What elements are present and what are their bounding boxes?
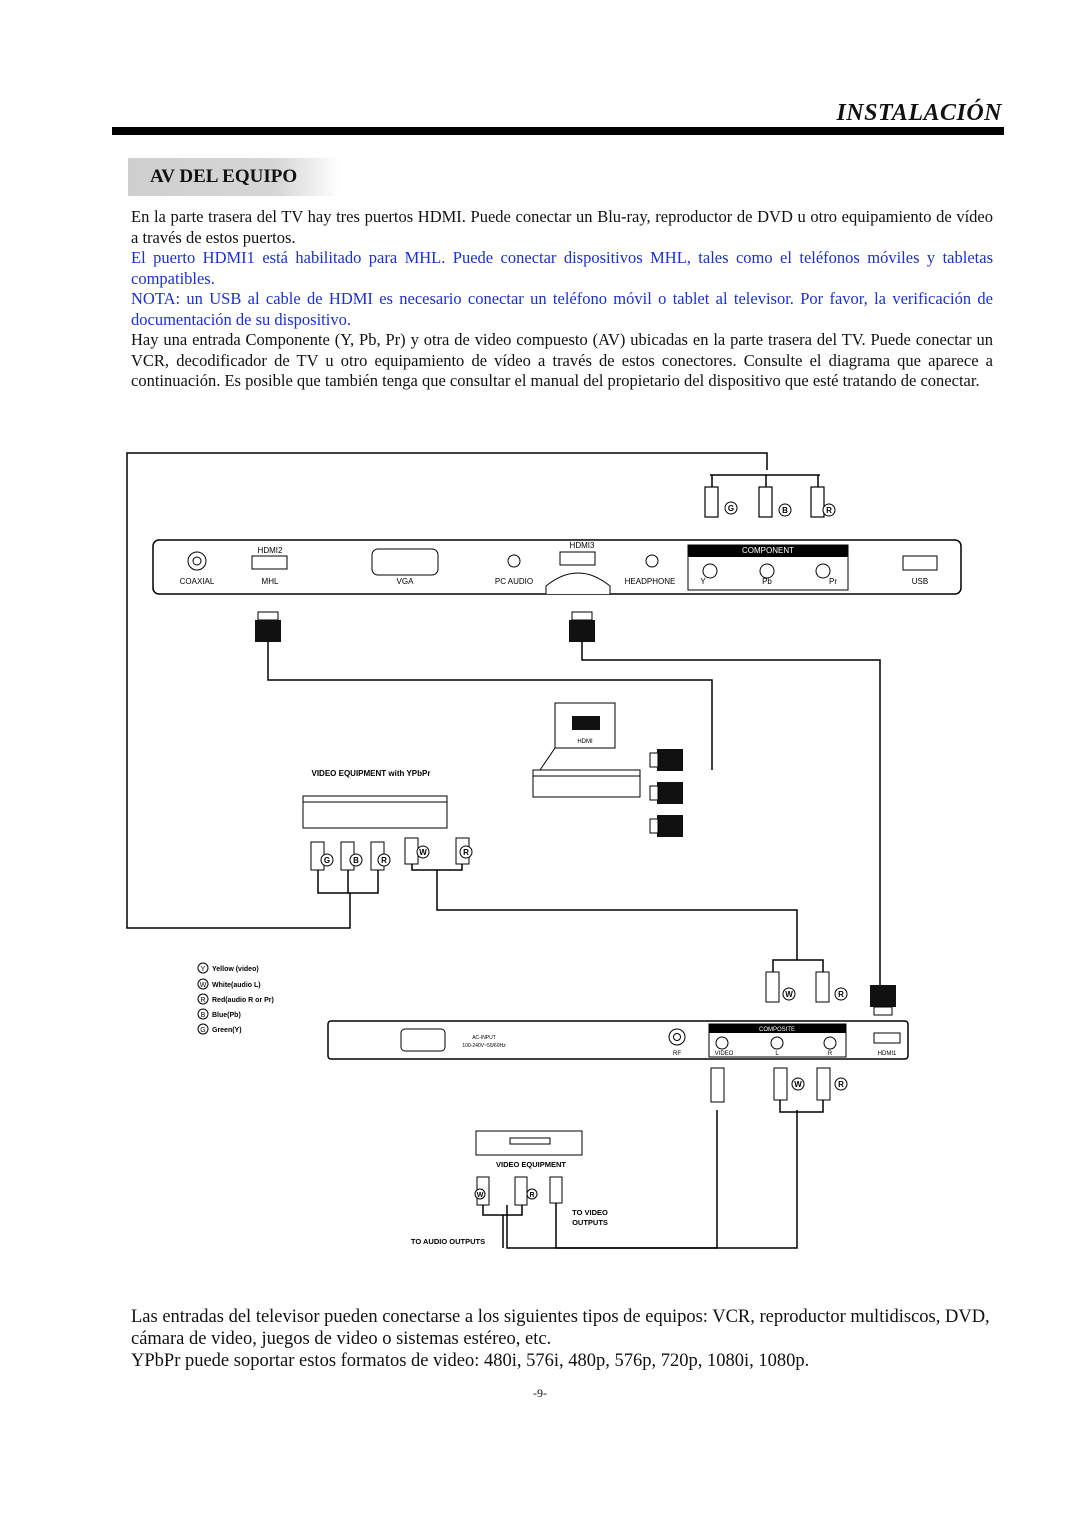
vga-label: VGA — [397, 577, 415, 586]
letter-circle-icon — [778, 503, 792, 517]
to-audio-outputs-label: TO AUDIO OUTPUTS — [411, 1237, 485, 1246]
plug-letter-r: R — [529, 1192, 534, 1199]
ac-spec-label: 100-240V~50/60Hz — [462, 1043, 506, 1049]
paragraph-hdmi: En la parte trasera del TV hay tres puer… — [131, 207, 993, 247]
legend-letter: Y — [201, 966, 206, 973]
plug-letter-r: R — [463, 848, 469, 857]
legend-letter: B — [201, 1012, 206, 1019]
page-number: -9- — [533, 1386, 547, 1400]
legend-text: Green(Y) — [212, 1027, 242, 1034]
component-cable-line — [126, 452, 768, 929]
y-label: Y — [700, 577, 706, 586]
component-label: COMPONENT — [742, 546, 794, 555]
bottom-paragraph-formats: YPbPr puede soportar estos formatos de v… — [131, 1351, 810, 1371]
rf-label: RF — [673, 1051, 681, 1057]
hdmi1-plug-icon — [870, 985, 896, 1016]
legend-letter: G — [200, 1027, 205, 1034]
plug-letter-g: G — [728, 504, 734, 513]
video-label: VIDEO — [715, 1051, 734, 1057]
video-equipment-label: VIDEO EQUIPMENT — [496, 1160, 566, 1169]
legend-text: Red(audio R or Pr) — [212, 997, 274, 1004]
plug-letter-w: W — [785, 990, 793, 999]
plug-letter-w: W — [477, 1192, 484, 1199]
r-label: R — [828, 1051, 833, 1057]
ac-input-label: AC-INPUT — [472, 1035, 496, 1041]
hdmi-plug-stack — [649, 749, 683, 837]
composite-label-bar — [709, 1024, 846, 1033]
legend-text: Blue(Pb) — [212, 1012, 241, 1019]
component-label-bar — [688, 545, 848, 557]
header-rule — [112, 127, 1004, 135]
section-tab — [128, 158, 340, 196]
hdmi-plug-icon — [569, 611, 595, 642]
hdmi-plug-icon — [255, 611, 281, 642]
legend-text: Yellow (video) — [212, 966, 259, 973]
plug-letter-r: R — [826, 506, 832, 515]
paragraph-note: NOTA: un USB al cable de HDMI es necesar… — [131, 289, 993, 329]
hdmi1-port-icon — [873, 1032, 901, 1044]
hdmi2-label: HDMI2 — [258, 546, 283, 555]
plug-letter-g: G — [324, 856, 330, 865]
page-header-title: INSTALACIÓN — [836, 100, 1002, 126]
hdmi1-label: HDMI1 — [878, 1051, 897, 1057]
plug-letter-r: R — [838, 1080, 844, 1089]
section-title: AV DEL EQUIPO — [150, 166, 298, 187]
hdmi-device-label: HDMI — [577, 739, 593, 745]
plug-letter-b: B — [782, 506, 788, 515]
plug-letter-b: B — [353, 856, 359, 865]
headphone-label: HEADPHONE — [625, 577, 676, 586]
bottom-paragraph-inputs: Las entradas del televisor pueden conect… — [131, 1307, 990, 1349]
mhl-label: MHL — [262, 577, 279, 586]
ypbpr-equipment-label: VIDEO EQUIPMENT with YPbPr — [312, 769, 431, 778]
letter-circle-icon — [724, 501, 738, 515]
headphone-port-icon — [645, 554, 659, 568]
pc-audio-port-icon — [507, 554, 521, 568]
vga-port-icon — [371, 548, 439, 576]
l-label: L — [775, 1051, 779, 1057]
component-plugs-top — [704, 486, 825, 518]
legend-text: White(audio L) — [212, 982, 261, 989]
composite-label: COMPOSITE — [759, 1027, 795, 1033]
ac-input-icon — [400, 1028, 446, 1052]
legend-letter: W — [200, 982, 207, 989]
paragraph-mhl: El puerto HDMI1 está habilitado para MHL… — [131, 248, 993, 288]
color-legend: Y W R B G Yellow (video) White(audio L) … — [197, 962, 274, 1035]
plug-letter-r: R — [381, 856, 387, 865]
to-video-label: TO VIDEO — [572, 1208, 608, 1217]
plug-letter-r: R — [838, 990, 844, 999]
usb-label: USB — [912, 577, 928, 586]
pb-label: Pb — [762, 577, 772, 586]
usb-port-icon — [902, 555, 938, 571]
legend-letter: R — [200, 997, 205, 1004]
plug-letter-w: W — [419, 848, 427, 857]
coaxial-label: COAXIAL — [180, 577, 215, 586]
hdmi3-label: HDMI3 — [570, 541, 595, 550]
ypbpr-equipment-device — [302, 795, 448, 829]
hdmi2-port-icon — [251, 555, 288, 570]
letter-circle-icon — [822, 503, 836, 517]
hdmi-player-device — [532, 769, 641, 798]
plug-letter-w: W — [794, 1080, 802, 1089]
hdmi3-port-icon — [559, 551, 596, 566]
paragraph-component: Hay una entrada Componente (Y, Pb, Pr) y… — [131, 330, 993, 390]
pr-label: Pr — [829, 577, 837, 586]
outputs-label: OUTPUTS — [572, 1218, 608, 1227]
pc-audio-label: PC AUDIO — [495, 577, 533, 586]
